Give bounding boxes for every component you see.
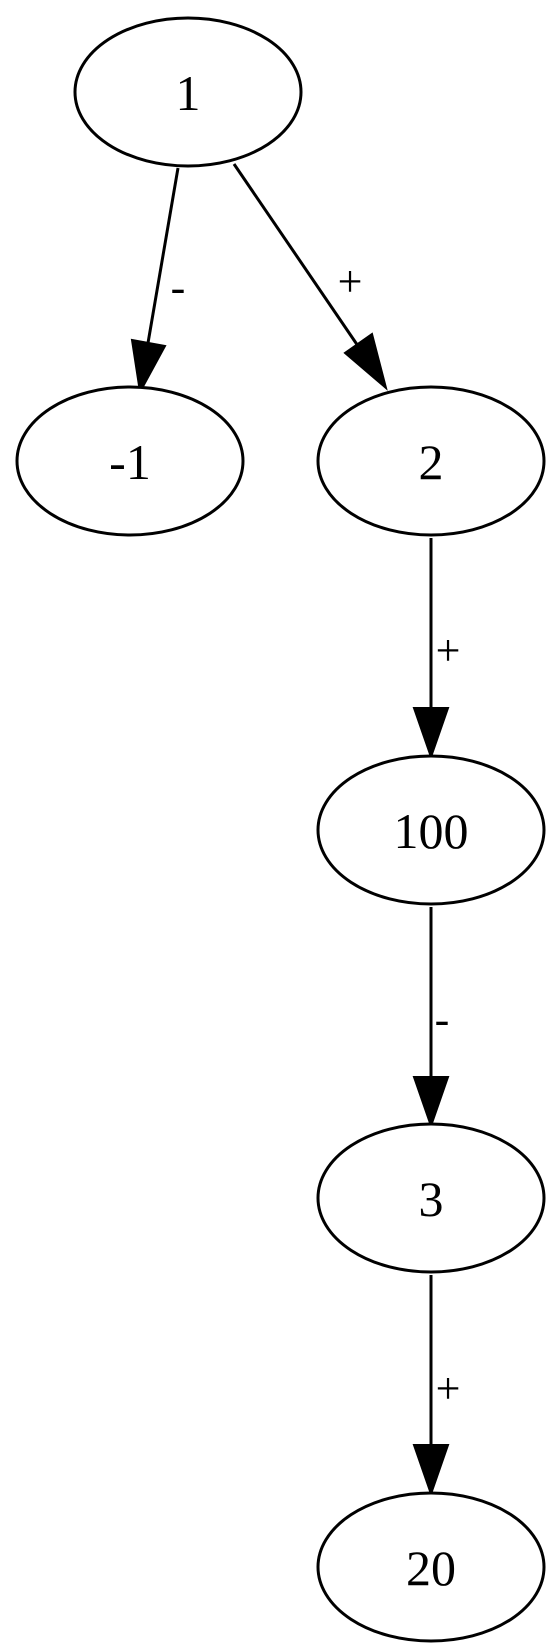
node-ellipse: [316, 1122, 546, 1274]
node-label: 1: [176, 65, 201, 121]
edge-100-to-3: -: [412, 907, 450, 1130]
edge-label: +: [436, 626, 461, 675]
node-label: -1: [109, 434, 151, 490]
node-3: 3: [316, 1122, 546, 1274]
node-minus1: -1: [15, 385, 245, 537]
node-2: 2: [316, 385, 546, 537]
edge-label: +: [436, 1364, 461, 1413]
arrow-head-icon: [412, 707, 450, 761]
node-ellipse: [316, 385, 546, 537]
node-100: 100: [316, 754, 546, 906]
node-label: 20: [406, 1540, 456, 1596]
edge-3-to-20: +: [412, 1275, 461, 1498]
node-ellipse: [73, 16, 303, 168]
node-label: 3: [419, 1171, 444, 1227]
arrow-head-icon: [412, 1444, 450, 1498]
edge-2-to-100: +: [412, 538, 461, 761]
edge-1-to-2: +: [232, 163, 388, 391]
node-1: 1: [73, 16, 303, 168]
arrow-head-icon: [412, 1076, 450, 1130]
edge-line: [146, 167, 180, 344]
node-ellipse: [316, 1491, 546, 1643]
edge-label: +: [338, 257, 363, 306]
arrow-head-icon: [130, 338, 167, 396]
node-label: 2: [419, 434, 444, 490]
edge-1-to-minus1: -: [130, 167, 186, 396]
edge-label: -: [435, 995, 450, 1044]
arrow-head-icon: [343, 332, 388, 391]
node-ellipse: [316, 754, 546, 906]
node-label: 100: [394, 803, 469, 859]
edge-label: -: [171, 263, 186, 312]
node-20: 20: [316, 1491, 546, 1643]
node-ellipse: [15, 385, 245, 537]
edge-line: [232, 163, 360, 347]
